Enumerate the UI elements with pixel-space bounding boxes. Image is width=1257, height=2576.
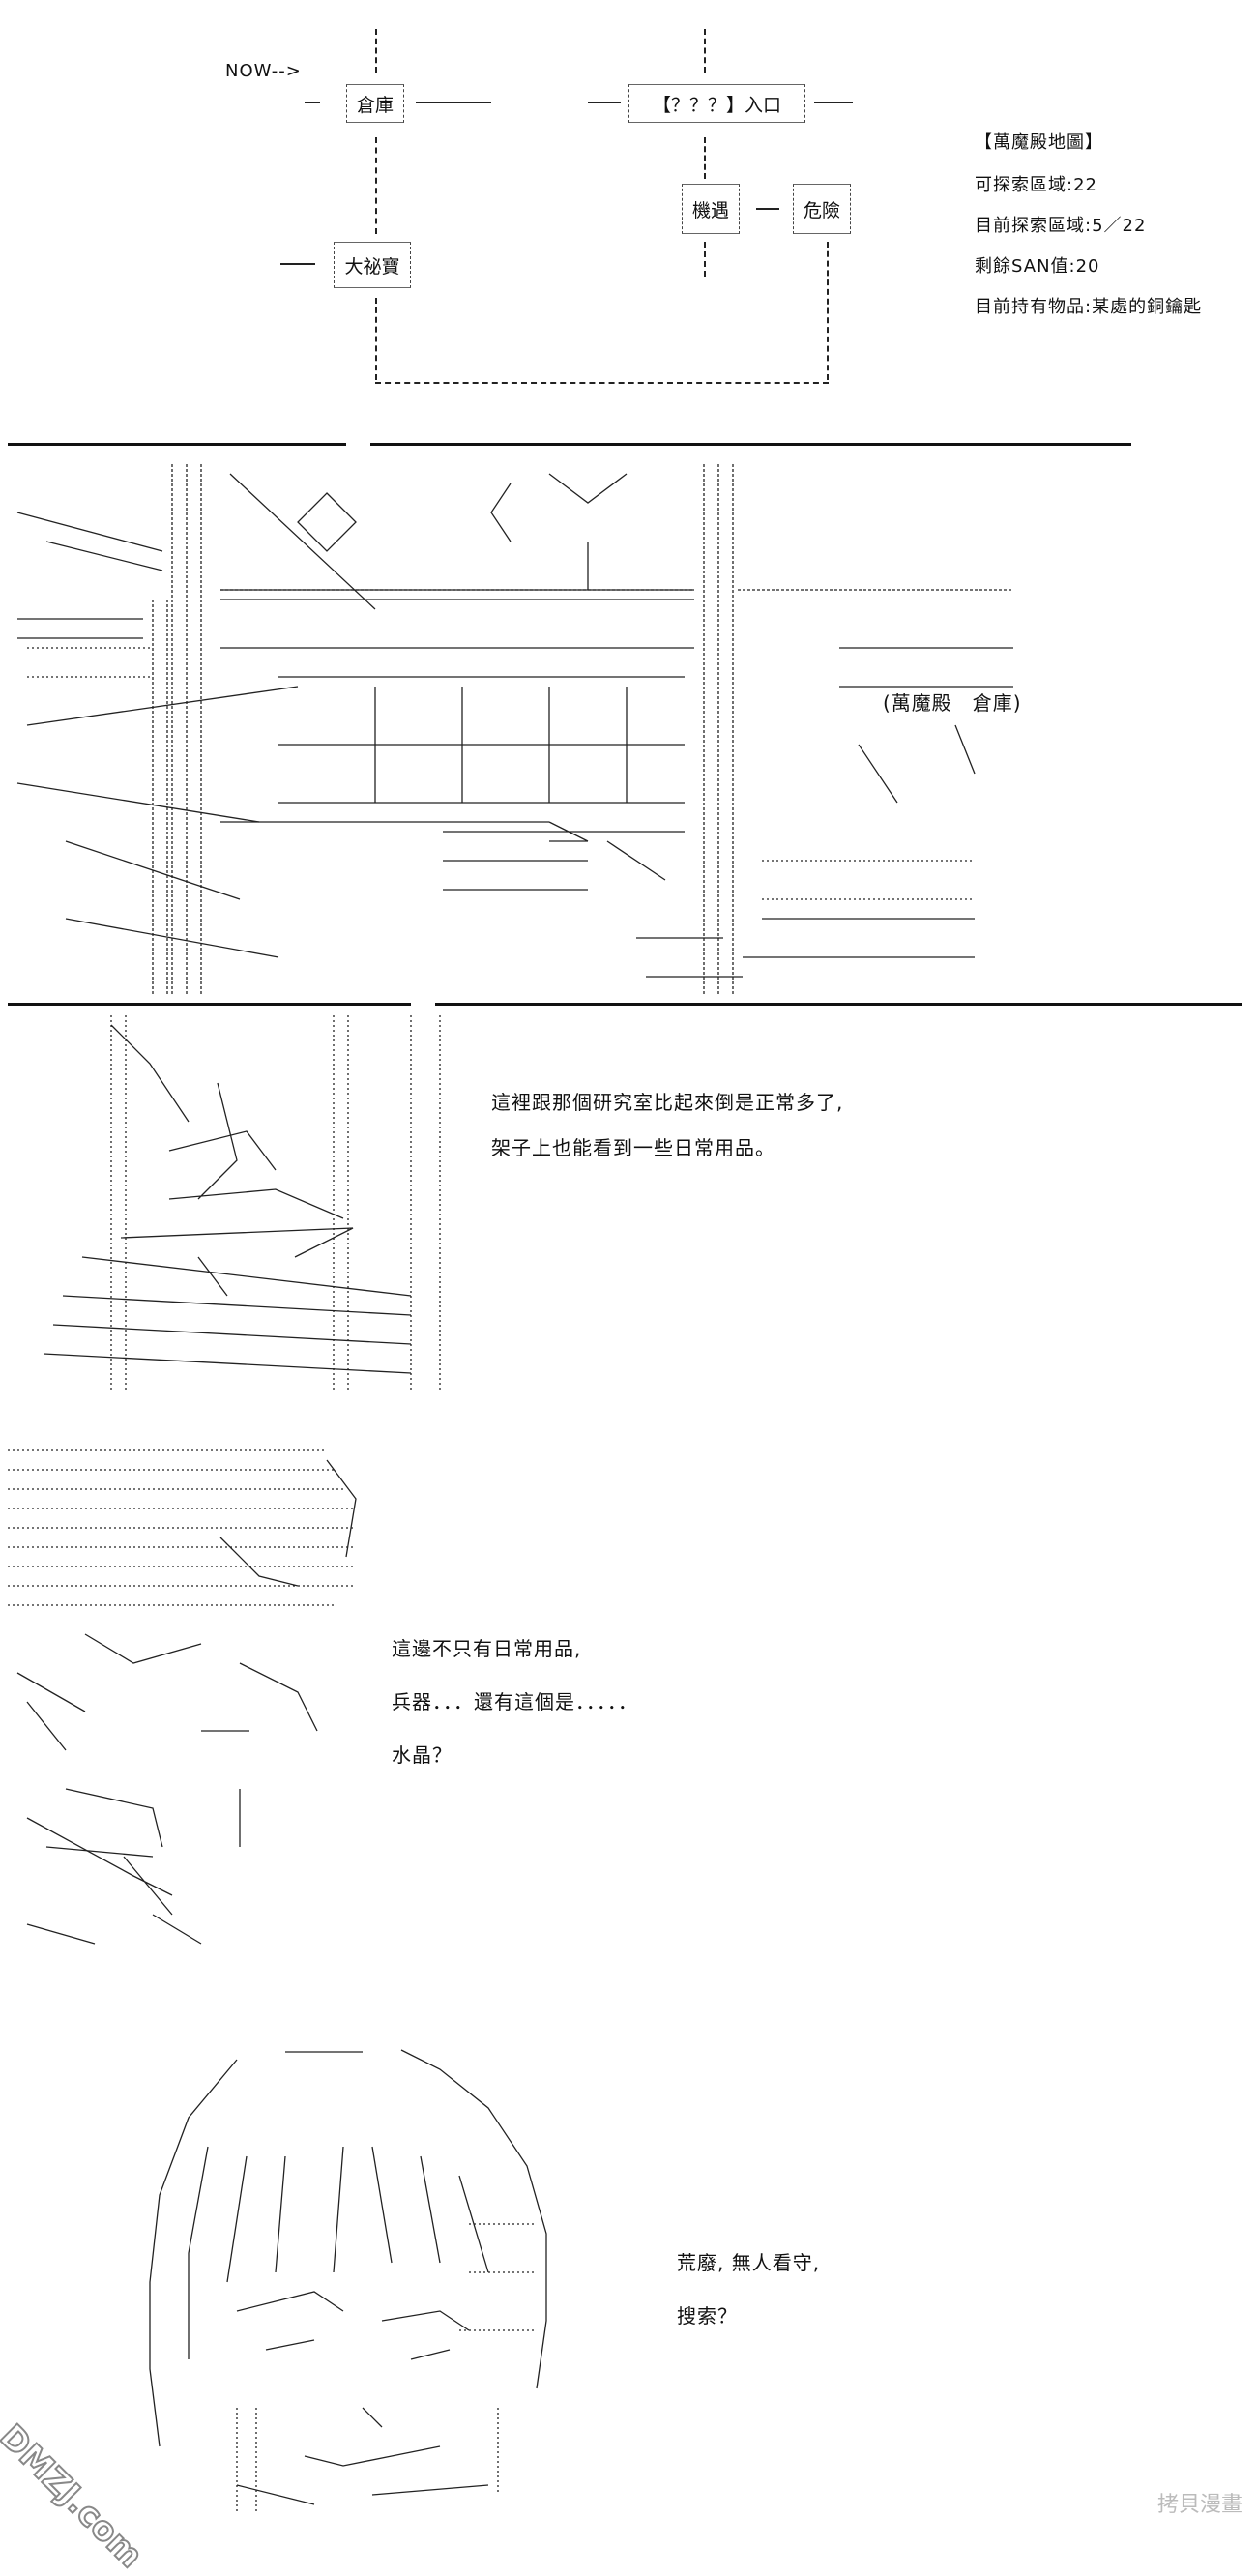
narration-line: 這邊不只有日常用品, (392, 1637, 582, 1660)
map-path (305, 102, 320, 103)
character-face-ascii-art (121, 2040, 575, 2524)
room-opportunity[interactable]: 機遇 (682, 184, 740, 234)
character-back-ascii-art (24, 1006, 469, 1392)
narration-line: 水晶？ (392, 1743, 453, 1767)
location-caption: (萬魔殿 倉庫) (883, 691, 1022, 715)
map-path (814, 102, 853, 103)
map-path (704, 29, 706, 73)
room-treasure[interactable]: 大祕寶 (334, 242, 411, 288)
panel-border (370, 443, 1131, 446)
map-path (588, 102, 621, 103)
narration-line: 這裡跟那個研究室比起來倒是正常多了, (491, 1091, 844, 1114)
map-path (375, 29, 377, 73)
now-marker: NOW--> (225, 61, 302, 81)
held-items: 目前持有物品:某處的銅鑰匙 (975, 297, 1203, 317)
panel-border (8, 1003, 411, 1006)
warehouse-shelves-ascii-art (8, 454, 1023, 996)
map-path (280, 263, 315, 265)
map-path (416, 102, 491, 103)
narration-line: 兵器．．．還有這個是．．．．． (392, 1690, 638, 1713)
map-path (756, 208, 779, 210)
narration-line: 搜索？ (677, 2304, 738, 2327)
narration-line: 架子上也能看到一些日常用品。 (491, 1136, 775, 1159)
room-danger[interactable]: 危險 (793, 184, 851, 234)
map-path (704, 137, 706, 179)
map-path (827, 242, 829, 380)
map-path (375, 298, 377, 380)
panel-border (8, 443, 346, 446)
room-warehouse[interactable]: 倉庫 (346, 84, 404, 123)
crystal-ascii-art (8, 1441, 385, 1953)
map-path (375, 137, 377, 234)
explorable-areas: 可探索區域:22 (975, 175, 1097, 195)
panel-border (435, 1003, 1242, 1006)
san-value: 剩餘SAN值:20 (975, 256, 1100, 277)
room-entrance[interactable]: 【？？？】入口 (628, 84, 805, 123)
map-path (375, 382, 829, 384)
narration-line: 荒廢, 無人看守, (677, 2251, 821, 2274)
status-title: 【萬魔殿地圖】 (975, 132, 1103, 153)
map-path (704, 242, 706, 277)
explored-areas: 目前探索區域:5／22 (975, 216, 1147, 236)
copy-manga-watermark: 拷貝漫畫 (1157, 2493, 1243, 2517)
